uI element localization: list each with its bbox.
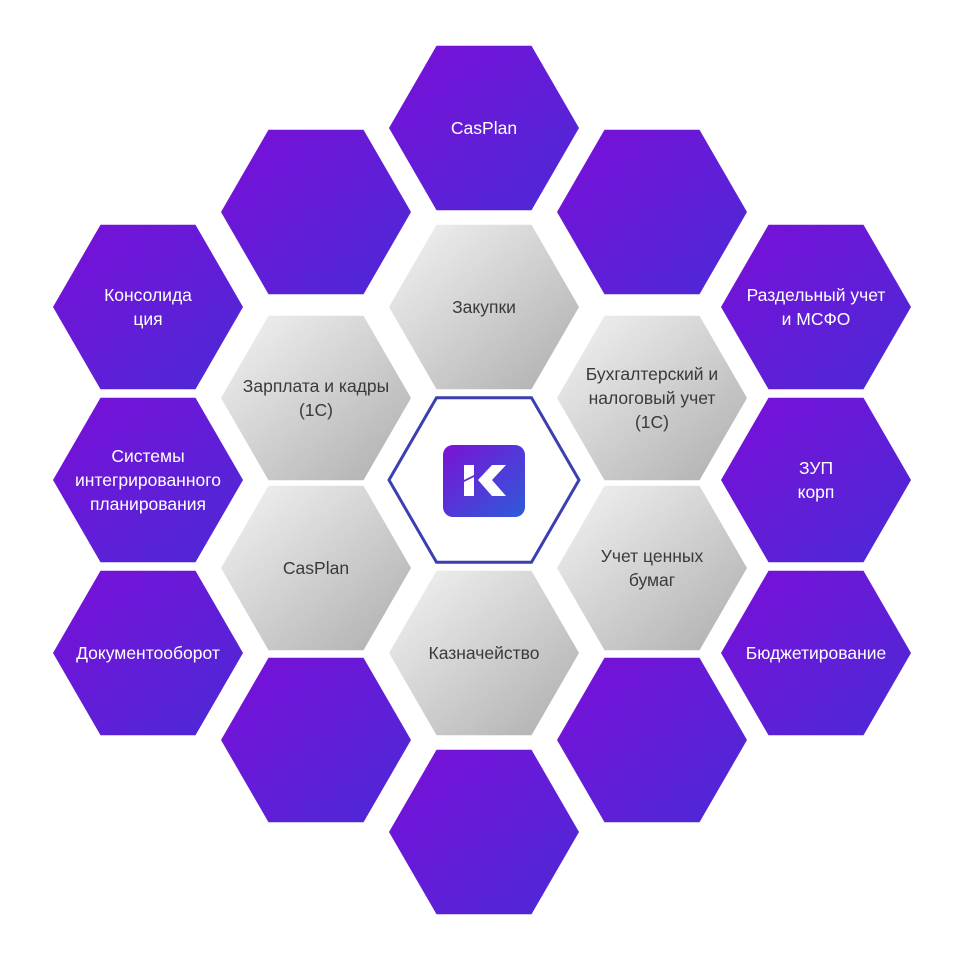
hexagon-shape — [557, 485, 747, 651]
hexagon-label: ЗУП — [799, 458, 833, 478]
hexagon-shape — [721, 570, 911, 736]
hexagon-shape — [389, 749, 579, 915]
hexagon-shape — [389, 570, 579, 736]
hexagon-outer-right-1: Раздельный учет и МСФО — [721, 224, 911, 390]
hexagon-label: (1С) — [299, 400, 333, 420]
hexagon-label: планирования — [90, 494, 206, 514]
hexagon-label: Бухгалтерский и — [586, 364, 718, 384]
hexagon-shape — [389, 224, 579, 390]
hexagon-label: Закупки — [452, 297, 516, 317]
hexagon-label: интегрированного — [75, 470, 221, 490]
hexagon-label: Системы — [111, 446, 184, 466]
hexagon-label: Консолида — [104, 285, 192, 305]
hexagon-shape — [389, 45, 579, 211]
hexagon-inner-lower-left: CasPlan — [221, 485, 411, 651]
hexagon-shape — [721, 397, 911, 563]
hexagon-outer-bottom-right — [557, 657, 747, 823]
hexagon-label: Учет ценных — [601, 546, 704, 566]
hexagon-outer-left-3: Документооборот — [53, 570, 243, 736]
hexagon-outer-top-right — [557, 129, 747, 295]
hexagon-label: CasPlan — [451, 118, 517, 138]
hexagon-shape — [557, 315, 747, 481]
hexagon-shape — [53, 570, 243, 736]
hexagon-shape — [53, 397, 243, 563]
hexagon-shape — [53, 224, 243, 390]
hexagon-inner-top: Закупки — [389, 224, 579, 390]
hexagon-label: Документооборот — [76, 643, 220, 663]
center-hexagon — [387, 396, 581, 564]
hexagon-inner-upper-left: Зарплата и кадры (1С) — [221, 315, 411, 481]
hexagon-shape — [221, 657, 411, 823]
hexagon-label: CasPlan — [283, 558, 349, 578]
hexagon-outer-left-1: Консолида ция — [53, 224, 243, 390]
hexagon-outer-top-left — [221, 129, 411, 295]
hexagon-label: (1С) — [635, 412, 669, 432]
hexagon-label: корп — [798, 482, 835, 502]
hexagon-inner-lower-right: Учет ценных бумаг — [557, 485, 747, 651]
hexagon-label: налоговый учет — [589, 388, 716, 408]
hexagon-label: Казначейство — [429, 643, 540, 663]
hexagon-outer-bottom-left — [221, 657, 411, 823]
hexagon-label: Раздельный учет — [747, 285, 886, 305]
hexagon-label: бумаг — [629, 570, 675, 590]
hexagon-outer-bottom — [389, 749, 579, 915]
k-logo-icon — [443, 445, 525, 517]
hexagon-outer-top: CasPlan — [389, 45, 579, 211]
hexagon-label: Зарплата и кадры — [243, 376, 389, 396]
hexagon-inner-bottom: Казначейство — [389, 570, 579, 736]
hexagon-shape — [721, 224, 911, 390]
hexagon-shape — [557, 129, 747, 295]
hexagon-label: и МСФО — [782, 309, 851, 329]
hexagon-outer-left-2: Системы интегрированного планирования — [53, 397, 243, 563]
hexagon-inner-upper-right: Бухгалтерский и налоговый учет (1С) — [557, 315, 747, 481]
hexagon-shape — [221, 315, 411, 481]
center-logo-hexagon — [387, 396, 581, 564]
hexagon-outer-right-3: Бюджетирование — [721, 570, 911, 736]
hexagon-label: ция — [133, 309, 162, 329]
hexagon-label: Бюджетирование — [746, 643, 887, 663]
hexagon-shape — [221, 485, 411, 651]
hexagon-shape — [221, 129, 411, 295]
hexagon-shape — [557, 657, 747, 823]
hexagon-outer-right-2: ЗУП корп — [721, 397, 911, 563]
